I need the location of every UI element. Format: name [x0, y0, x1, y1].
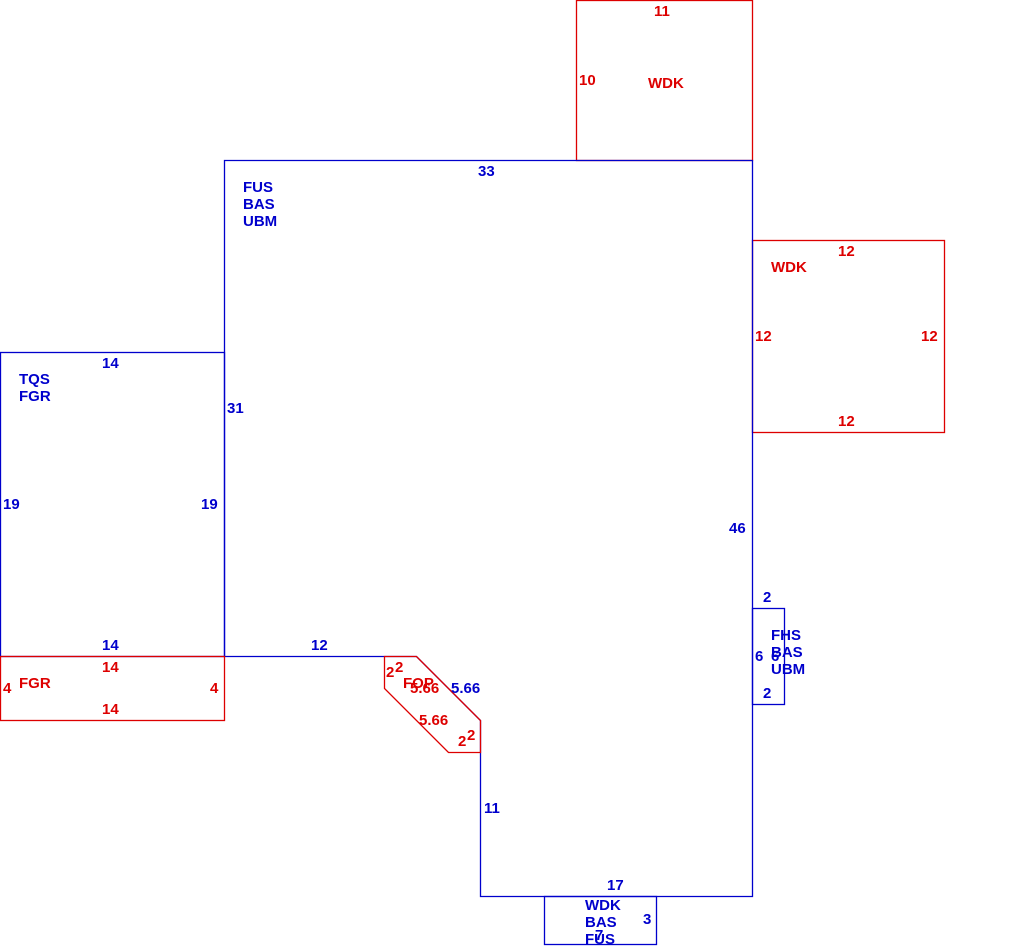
bay-dim-bottom: 2	[763, 685, 771, 702]
bay-dim-right: 6	[771, 648, 779, 665]
bump-code-fus: FUS	[585, 931, 615, 947]
bottom-bump-outline	[543, 895, 658, 946]
right-deck-dim-left: 12	[755, 328, 772, 345]
garage-code-tqs: TQS	[19, 371, 50, 388]
main-dim-diagonal: 5.66	[451, 680, 480, 697]
porch-dim-bottom: 2	[458, 733, 466, 750]
porch-dim-left: 2	[386, 664, 394, 681]
bay-dim-top: 2	[763, 589, 771, 606]
main-dim-right: 46	[729, 520, 746, 537]
bump-dim-right: 3	[643, 911, 651, 928]
garage-lower-dim-top: 14	[102, 659, 119, 676]
main-code-fus: FUS	[243, 179, 273, 196]
garage-lower-code: FGR	[19, 675, 51, 692]
main-dim-bottom: 17	[607, 877, 624, 894]
garage-dim-top: 14	[102, 355, 119, 372]
garage-lower-outline	[0, 655, 226, 722]
right-deck-dim-right: 12	[921, 328, 938, 345]
garage-code-fgr: FGR	[19, 388, 51, 405]
garage-dim-bottom: 14	[102, 637, 119, 654]
main-dim-top: 33	[478, 163, 495, 180]
garage-lower-dim-left: 4	[3, 680, 12, 697]
bay-dim-left: 6	[755, 648, 763, 665]
top-deck-dim-left: 10	[579, 72, 596, 89]
porch-code: FOP	[403, 675, 434, 692]
bump-dim-bottom: 7	[595, 927, 603, 944]
garage-lower-dim-right: 4	[210, 680, 219, 697]
bump-code-bas: BAS	[585, 914, 617, 931]
bay-code-ubm: UBM	[771, 661, 805, 678]
garage-lower-dim-bottom: 14	[102, 701, 119, 718]
main-dim-left: 31	[227, 400, 244, 417]
garage-dim-right: 19	[201, 496, 218, 513]
porch-dim-top: 2	[395, 659, 403, 676]
top-deck-code: WDK	[648, 75, 684, 92]
bump-code-wdk: WDK	[585, 897, 621, 914]
porch-dim-upper-diagonal: 5.66	[410, 680, 439, 697]
main-dim-lower-left: 12	[311, 637, 328, 654]
right-deck-dim-top: 12	[838, 243, 855, 260]
bay-code-bas: BAS	[771, 644, 803, 661]
main-code-ubm: UBM	[243, 213, 277, 230]
right-deck-dim-bottom: 12	[838, 413, 855, 430]
porch-dim-right: 2	[467, 727, 475, 744]
garage-dim-left: 19	[3, 496, 20, 513]
top-deck-dim-top: 11	[654, 3, 670, 20]
porch-outline	[383, 655, 482, 754]
porch-dim-lower-diagonal: 5.66	[419, 712, 448, 729]
right-deck-code: WDK	[771, 259, 807, 276]
bay-code-fhs: FHS	[771, 627, 801, 644]
bay-outline	[751, 607, 786, 706]
main-dim-inner-left: 11	[484, 800, 500, 817]
main-code-bas: BAS	[243, 196, 275, 213]
main-area-outline	[223, 159, 754, 898]
